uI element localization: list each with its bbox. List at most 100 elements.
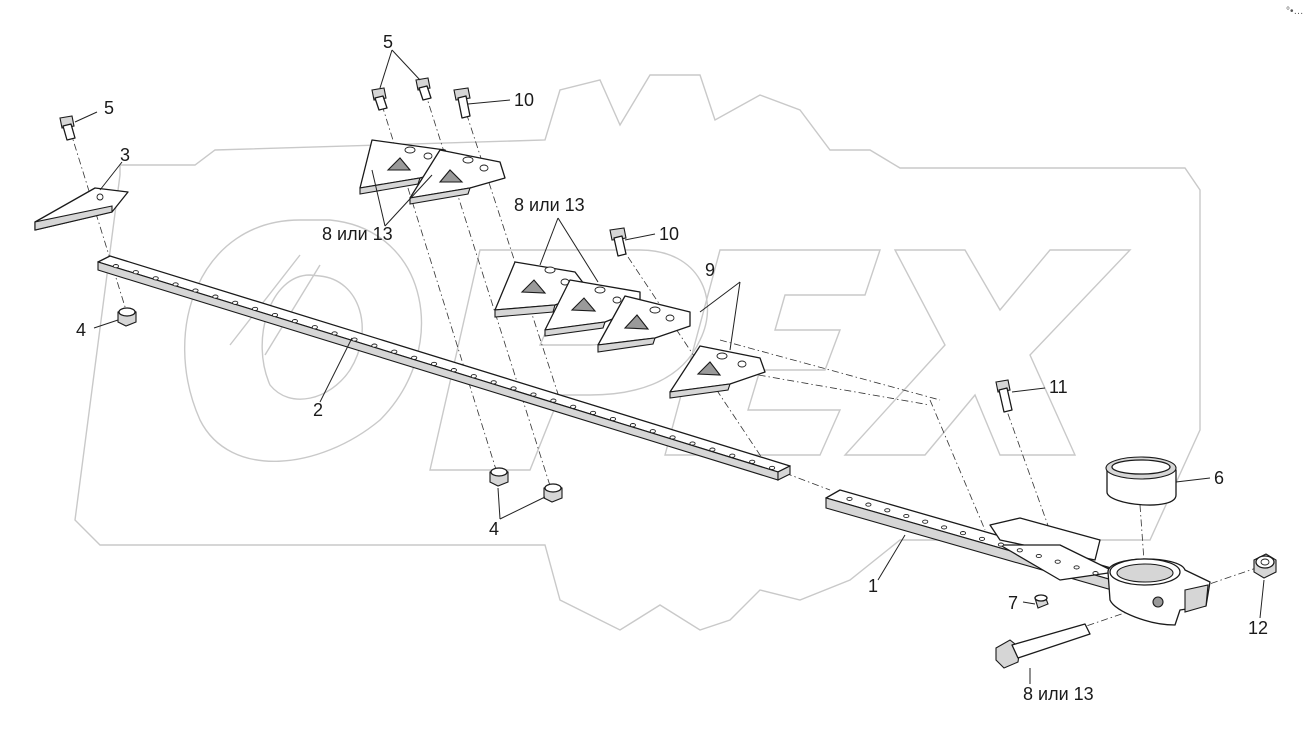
bar-hole (959, 531, 967, 536)
bar-hole (709, 447, 716, 452)
bolt-9 (995, 623, 1091, 669)
nut-12 (1253, 553, 1277, 579)
bar-hole (371, 343, 378, 348)
bar-hole (749, 459, 756, 464)
bar-hole (769, 465, 776, 470)
bar-hole (1092, 571, 1099, 576)
bar-hole (609, 416, 617, 422)
bar-hole (192, 288, 199, 293)
watermark-stroke-2 (264, 264, 321, 356)
callout-5-top: 5 (383, 32, 393, 52)
callout-8-right: 9 (705, 260, 715, 280)
section-mid-3 (597, 295, 691, 353)
bar-hole (411, 355, 418, 360)
bar-hole (903, 513, 910, 519)
watermark-stroke-1 (229, 254, 301, 346)
axis-section-3 (929, 399, 986, 531)
bar-hole (884, 508, 891, 513)
callout-11: 11 (1049, 377, 1068, 397)
bolt-5-left (59, 115, 76, 141)
axis-bolt10-a (461, 99, 561, 401)
bar-hole (689, 441, 696, 446)
nut-7 (1034, 594, 1049, 609)
bar-hole (729, 453, 736, 458)
callout-4-mid: 4 (489, 519, 499, 539)
fasteners (117, 307, 1277, 669)
bolt-10-a (453, 87, 471, 119)
watermark-gear (74, 74, 1201, 631)
bar-hole (550, 398, 557, 403)
callout-4-left: 4 (76, 320, 86, 340)
bar-hole (1016, 548, 1023, 553)
bar-hole (649, 429, 656, 434)
bar-hole (132, 270, 139, 275)
bar-hole (431, 361, 438, 366)
bar-hole (865, 502, 872, 507)
bar-hole (490, 380, 497, 385)
clamp-housing (1107, 558, 1211, 626)
watermark-letter-x (843, 249, 1132, 456)
callout-9: 8 или 13 (1023, 684, 1094, 704)
bar-hole (530, 392, 537, 397)
bar-hole (450, 368, 457, 373)
bar-hole (351, 337, 358, 342)
axis-section-1 (719, 339, 941, 401)
bar-hole (1035, 553, 1042, 559)
bolt-5-b (415, 77, 432, 101)
callout-1: 1 (868, 576, 878, 596)
bar-hole (669, 435, 676, 440)
callout-6: 6 (1214, 468, 1224, 488)
nut-4-b (543, 483, 563, 503)
callout-10-top: 10 (514, 90, 534, 110)
axis-section-2 (729, 369, 931, 406)
callout-8-mid: 8 или 13 (514, 195, 585, 215)
bar-hole (922, 519, 929, 524)
bar-hole (846, 496, 853, 501)
corner-mark: °•… (1286, 6, 1304, 17)
bar-hole (470, 374, 477, 379)
bar-hole (152, 276, 159, 281)
bolts (59, 77, 1013, 413)
nut-4-left (117, 307, 137, 327)
bar-hole (252, 306, 259, 311)
section-top-right (409, 149, 506, 205)
callout-3: 3 (120, 145, 130, 165)
bar-hole (590, 410, 597, 415)
axis-bolt5-b (424, 91, 553, 493)
bar-hole (941, 525, 948, 530)
callout-7: 7 (1008, 593, 1018, 613)
axis-bar-join (784, 472, 831, 491)
section-lower (669, 345, 766, 399)
callout-2: 2 (313, 400, 323, 420)
bar-hole (271, 312, 279, 318)
bar-hole (1073, 565, 1080, 570)
part-1-finger-bar (825, 489, 1126, 591)
bar-holes (112, 264, 776, 470)
callout-5-left: 5 (104, 98, 114, 118)
bar-hole (978, 536, 986, 541)
bolt-11 (995, 379, 1013, 413)
bar-hole (311, 325, 318, 330)
callout-10-mid: 10 (659, 224, 679, 244)
bar1-holes (846, 496, 1099, 576)
callout-labels: 5 3 5 10 8 или 13 8 или 13 10 9 4 2 4 11… (76, 6, 1304, 704)
watermark-letter-e (664, 249, 881, 456)
bar-hole (997, 542, 1004, 547)
leader-lines (74, 49, 1265, 684)
section-top-left (359, 139, 456, 195)
part-6-bushing (1105, 456, 1177, 506)
callout-12: 12 (1248, 618, 1268, 638)
part-3-plate (34, 187, 129, 231)
nut-4-a (489, 467, 509, 487)
bolt-5-a (371, 87, 388, 111)
bolt-10-b (609, 227, 627, 257)
bar-hole (629, 423, 636, 428)
bar-hole (570, 404, 577, 409)
bar-hole (232, 300, 239, 305)
bar-hole (510, 386, 517, 391)
part-2-knife-bar (97, 255, 791, 481)
knife-sections (359, 139, 766, 399)
bar-hole (331, 331, 338, 336)
bar-hole (391, 349, 398, 354)
